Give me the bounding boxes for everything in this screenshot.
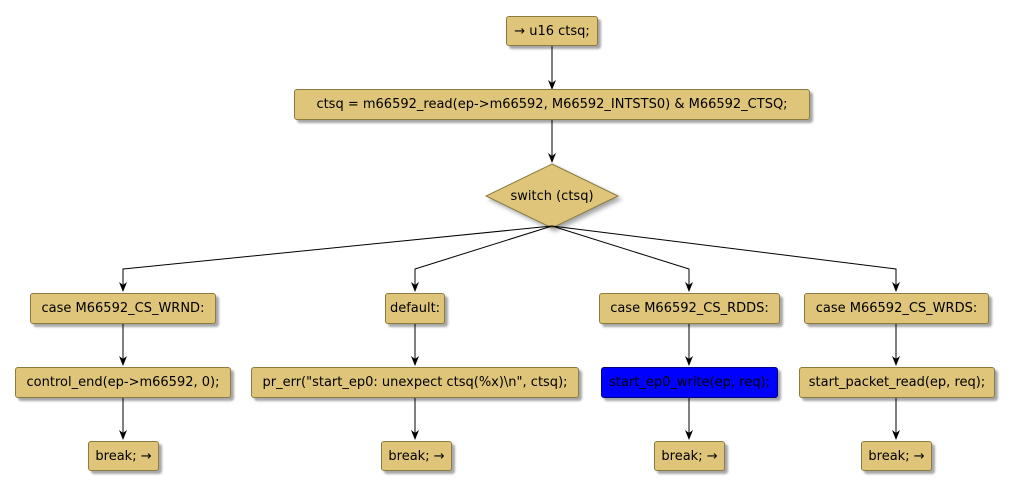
break-node-1: break; → [88,441,159,471]
stmt-node-start-ep0-write: start_ep0_write(ep, req); [601,367,778,398]
case-node-default: default: [385,293,445,324]
edge-switch-case4 [551,225,900,292]
stmt-node-start-packet-read: start_packet_read(ep, req); [799,367,995,398]
break-node-4: break; → [861,441,932,471]
case-node-wrnd: case M66592_CS_WRND: [30,293,216,324]
switch-diamond [484,163,620,229]
edge-switch-case2 [411,225,553,292]
break-node-2: break; → [381,441,452,471]
assign-node: ctsq = m66592_read(ep->m66592, M66592_IN… [294,89,810,120]
case-node-rdds: case M66592_CS_RDDS: [599,293,780,324]
switch-label: switch (ctsq) [510,188,594,204]
stmt-node-control-end: control_end(ep->m66592, 0); [15,367,231,398]
start-node: → u16 ctsq; [506,16,598,46]
case-node-wrds: case M66592_CS_WRDS: [804,293,989,324]
edge-switch-case1 [119,225,553,292]
edge-switch-case3 [551,225,693,292]
stmt-node-pr-err: pr_err("start_ep0: unexpect ctsq(%x)\n",… [251,367,579,398]
break-node-3: break; → [654,441,725,471]
